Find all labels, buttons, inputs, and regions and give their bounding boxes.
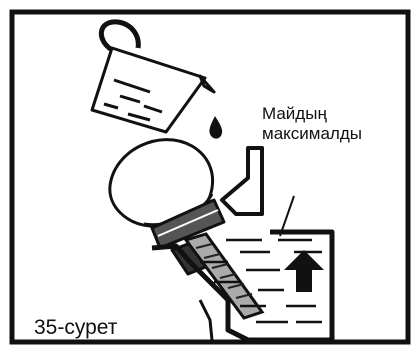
pitcher: [92, 22, 214, 132]
max-oil-label-line1: Майдың: [262, 104, 362, 124]
mounting-bracket: [222, 148, 262, 214]
figure-caption: 35-сурет: [34, 316, 117, 340]
up-arrow-icon: [284, 250, 324, 292]
max-oil-label: Майдың максималды: [262, 104, 362, 144]
max-oil-label-line2: максималды: [262, 124, 362, 144]
oil-drop: [209, 116, 222, 139]
oil-housing-inner: [200, 300, 212, 340]
